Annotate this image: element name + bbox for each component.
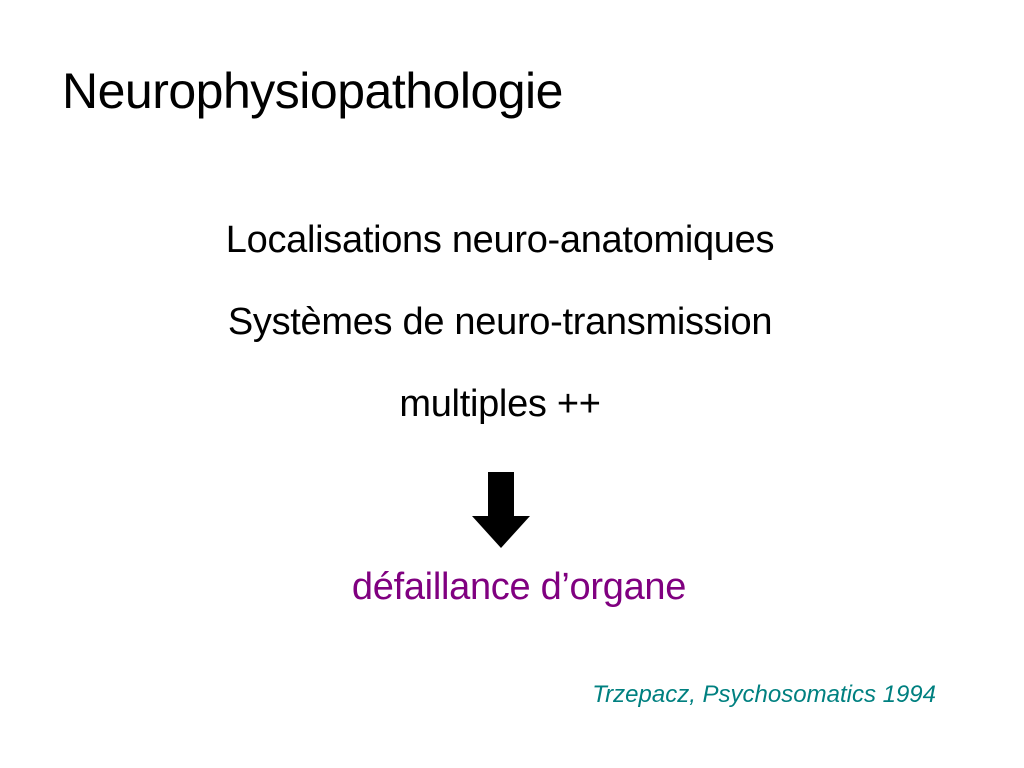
slide-title: Neurophysiopathologie bbox=[62, 63, 563, 119]
down-arrow-icon bbox=[472, 472, 530, 548]
point-item: Systèmes de neuro-transmission bbox=[227, 301, 773, 343]
point-list: Localisations neuro-anatomiques Systèmes… bbox=[0, 219, 1000, 465]
result-text: défaillance d’organe bbox=[351, 566, 687, 608]
point-item: Localisations neuro-anatomiques bbox=[225, 219, 775, 261]
point-item: multiples ++ bbox=[399, 383, 601, 425]
citation: Trzepacz, Psychosomatics 1994 bbox=[592, 681, 936, 708]
